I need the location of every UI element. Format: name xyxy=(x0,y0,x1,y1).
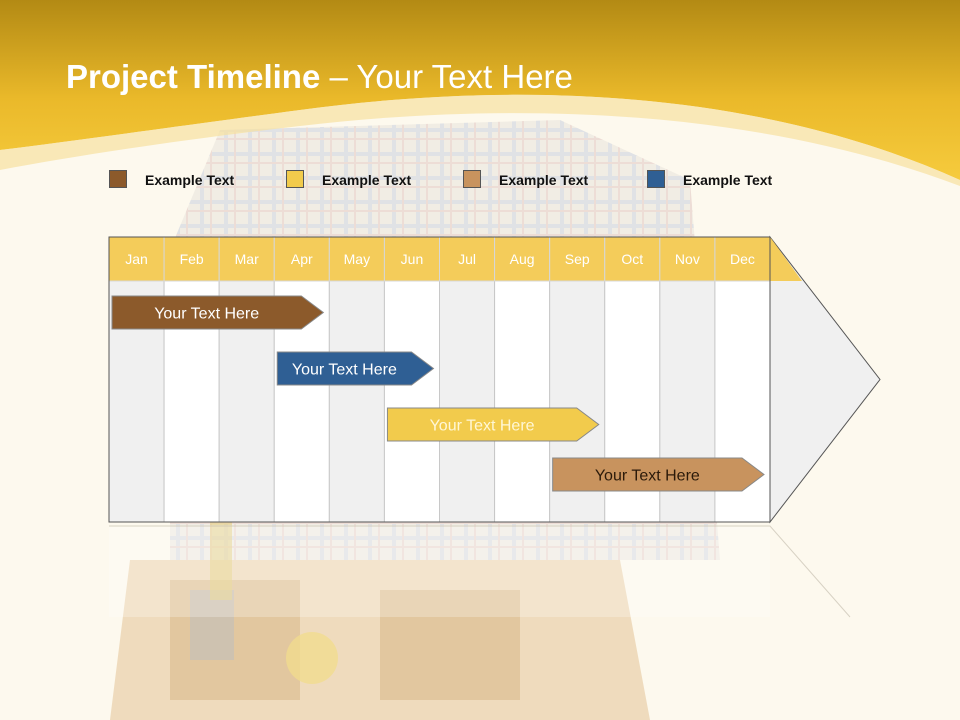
month-label: Feb xyxy=(180,251,204,267)
month-header-cell xyxy=(273,236,330,282)
task-label: Your Text Here xyxy=(595,468,700,485)
month-header-cell xyxy=(383,236,440,282)
task-label: Your Text Here xyxy=(154,306,259,323)
legend-swatch xyxy=(463,170,481,188)
legend-label: Example Text xyxy=(683,172,773,188)
month-header-cell xyxy=(549,236,606,282)
month-column xyxy=(328,280,385,523)
month-label: Mar xyxy=(235,251,259,267)
month-label: May xyxy=(344,251,370,267)
legend-swatch xyxy=(286,170,304,188)
month-header-cell xyxy=(439,236,496,282)
task-arrow xyxy=(386,407,600,442)
task-arrow xyxy=(552,457,765,492)
month-column xyxy=(439,280,496,523)
month-label: Oct xyxy=(621,251,643,267)
header-band xyxy=(0,0,960,186)
month-label: Nov xyxy=(675,251,700,267)
legend-swatch xyxy=(647,170,665,188)
month-header-cell xyxy=(714,236,771,282)
task-arrow xyxy=(276,351,435,386)
timeline-reflection xyxy=(109,525,851,618)
month-column xyxy=(383,280,440,523)
page-title-rest: – Your Text Here xyxy=(320,58,573,95)
month-header-cell xyxy=(218,236,275,282)
legend-label: Example Text xyxy=(145,172,235,188)
month-label: Jan xyxy=(125,251,148,267)
timeline-frame xyxy=(108,236,771,523)
month-label: Dec xyxy=(730,251,755,267)
timeline-arrowhead-header xyxy=(770,237,802,281)
task-label: Your Text Here xyxy=(430,418,535,435)
month-label: Aug xyxy=(510,251,535,267)
month-header-cell xyxy=(163,236,220,282)
timeline-reflection-fill xyxy=(109,527,770,617)
month-label: Apr xyxy=(291,251,313,267)
month-column xyxy=(494,280,551,523)
month-label: Sep xyxy=(565,251,590,267)
page-title: Project Timeline – Your Text Here xyxy=(66,58,573,96)
task-label: Your Text Here xyxy=(292,362,397,379)
month-label: Jul xyxy=(458,251,476,267)
task-arrow xyxy=(111,295,325,330)
legend-label: Example Text xyxy=(322,172,412,188)
month-header-cell xyxy=(328,236,385,282)
legend-swatch xyxy=(109,170,127,188)
legend-label: Example Text xyxy=(499,172,589,188)
month-label: Jun xyxy=(401,251,424,267)
page-title-strong: Project Timeline xyxy=(66,58,321,95)
